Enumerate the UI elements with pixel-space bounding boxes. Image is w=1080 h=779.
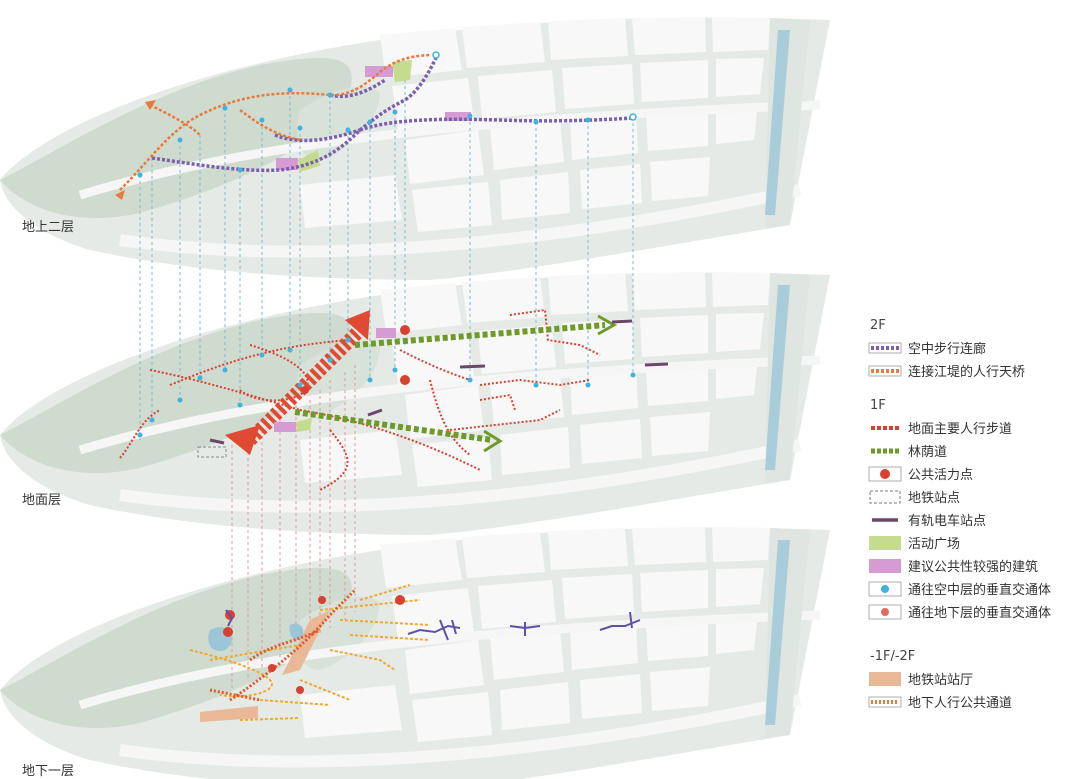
legend-item-label: 通往地下层的垂直交通体 — [908, 606, 1052, 621]
legend-item: 地下人行公共通道 — [868, 690, 1078, 713]
activity-plaza-swatch-icon — [868, 534, 902, 552]
legend-item: 有轨电车站点 — [868, 508, 1078, 531]
legend-item: 地铁站点 — [868, 485, 1078, 508]
legend-item: 连接江堤的人行天桥 — [868, 359, 1078, 382]
upper-level-plate — [0, 17, 830, 280]
legend-item: 活动广场 — [868, 531, 1078, 554]
levee-bridge-line-icon — [868, 362, 902, 380]
legend-item: 地面主要人行步道 — [868, 416, 1078, 439]
legend-item-label: 地面主要人行步道 — [908, 422, 1013, 437]
ground-level-label: 地面层 — [22, 493, 62, 508]
legend: 2F 空中步行连廊连接江堤的人行天桥 1F 地面主要人行步道林荫道公共活力点地铁… — [868, 318, 1078, 713]
legend-item: 林荫道 — [868, 439, 1078, 462]
legend-item-label: 通往空中层的垂直交通体 — [908, 583, 1052, 598]
legend-heading-2f: 2F — [870, 318, 886, 333]
public-building-swatch-icon — [868, 557, 902, 575]
basement-level-label: 地下一层 — [22, 764, 75, 779]
legend-item-label: 地下人行公共通道 — [908, 696, 1013, 711]
vertical-link-lines-lower — [231, 365, 356, 690]
skywalk-line-icon — [868, 339, 902, 357]
metro-hall-swatch-icon — [868, 670, 902, 688]
basement-level-plate — [0, 527, 830, 779]
legend-item: 通往地下层的垂直交通体 — [868, 600, 1078, 623]
legend-item-label: 地铁站点 — [908, 491, 961, 506]
legend-item: 地铁站站厅 — [868, 667, 1078, 690]
legend-item-label: 林荫道 — [908, 445, 948, 460]
legend-item-label: 有轨电车站点 — [908, 514, 987, 529]
legend-item-label: 地铁站站厅 — [908, 673, 974, 688]
main-walkway-line-icon — [868, 419, 902, 437]
activity-point-icon — [868, 465, 902, 483]
basement-level-features — [189, 584, 641, 722]
ground-level-plate — [0, 272, 830, 535]
legend-item: 公共活力点 — [868, 462, 1078, 485]
legend-item-label: 连接江堤的人行天桥 — [908, 365, 1026, 380]
upper-level-features — [115, 51, 637, 200]
legend-item-label: 活动广场 — [908, 537, 961, 552]
ground-level-features — [119, 308, 669, 491]
tram-stop-bar-icon — [868, 511, 902, 529]
upper-level-label: 地上二层 — [22, 220, 75, 235]
legend-item: 空中步行连廊 — [868, 336, 1078, 359]
legend-item-label: 空中步行连廊 — [908, 342, 987, 357]
metro-station-box-icon — [868, 488, 902, 506]
legend-item-label: 公共活力点 — [908, 468, 974, 483]
boulevard-line-icon — [868, 442, 902, 460]
up-vertical-dot-icon — [868, 580, 902, 598]
legend-heading-1f: 1F — [870, 398, 886, 413]
down-vertical-dot-icon — [868, 603, 902, 621]
legend-item: 建议公共性较强的建筑 — [868, 554, 1078, 577]
underground-passage-line-icon — [868, 693, 902, 711]
legend-item: 通往空中层的垂直交通体 — [868, 577, 1078, 600]
legend-heading-basement: -1F/-2F — [870, 649, 916, 664]
legend-item-label: 建议公共性较强的建筑 — [908, 560, 1039, 575]
